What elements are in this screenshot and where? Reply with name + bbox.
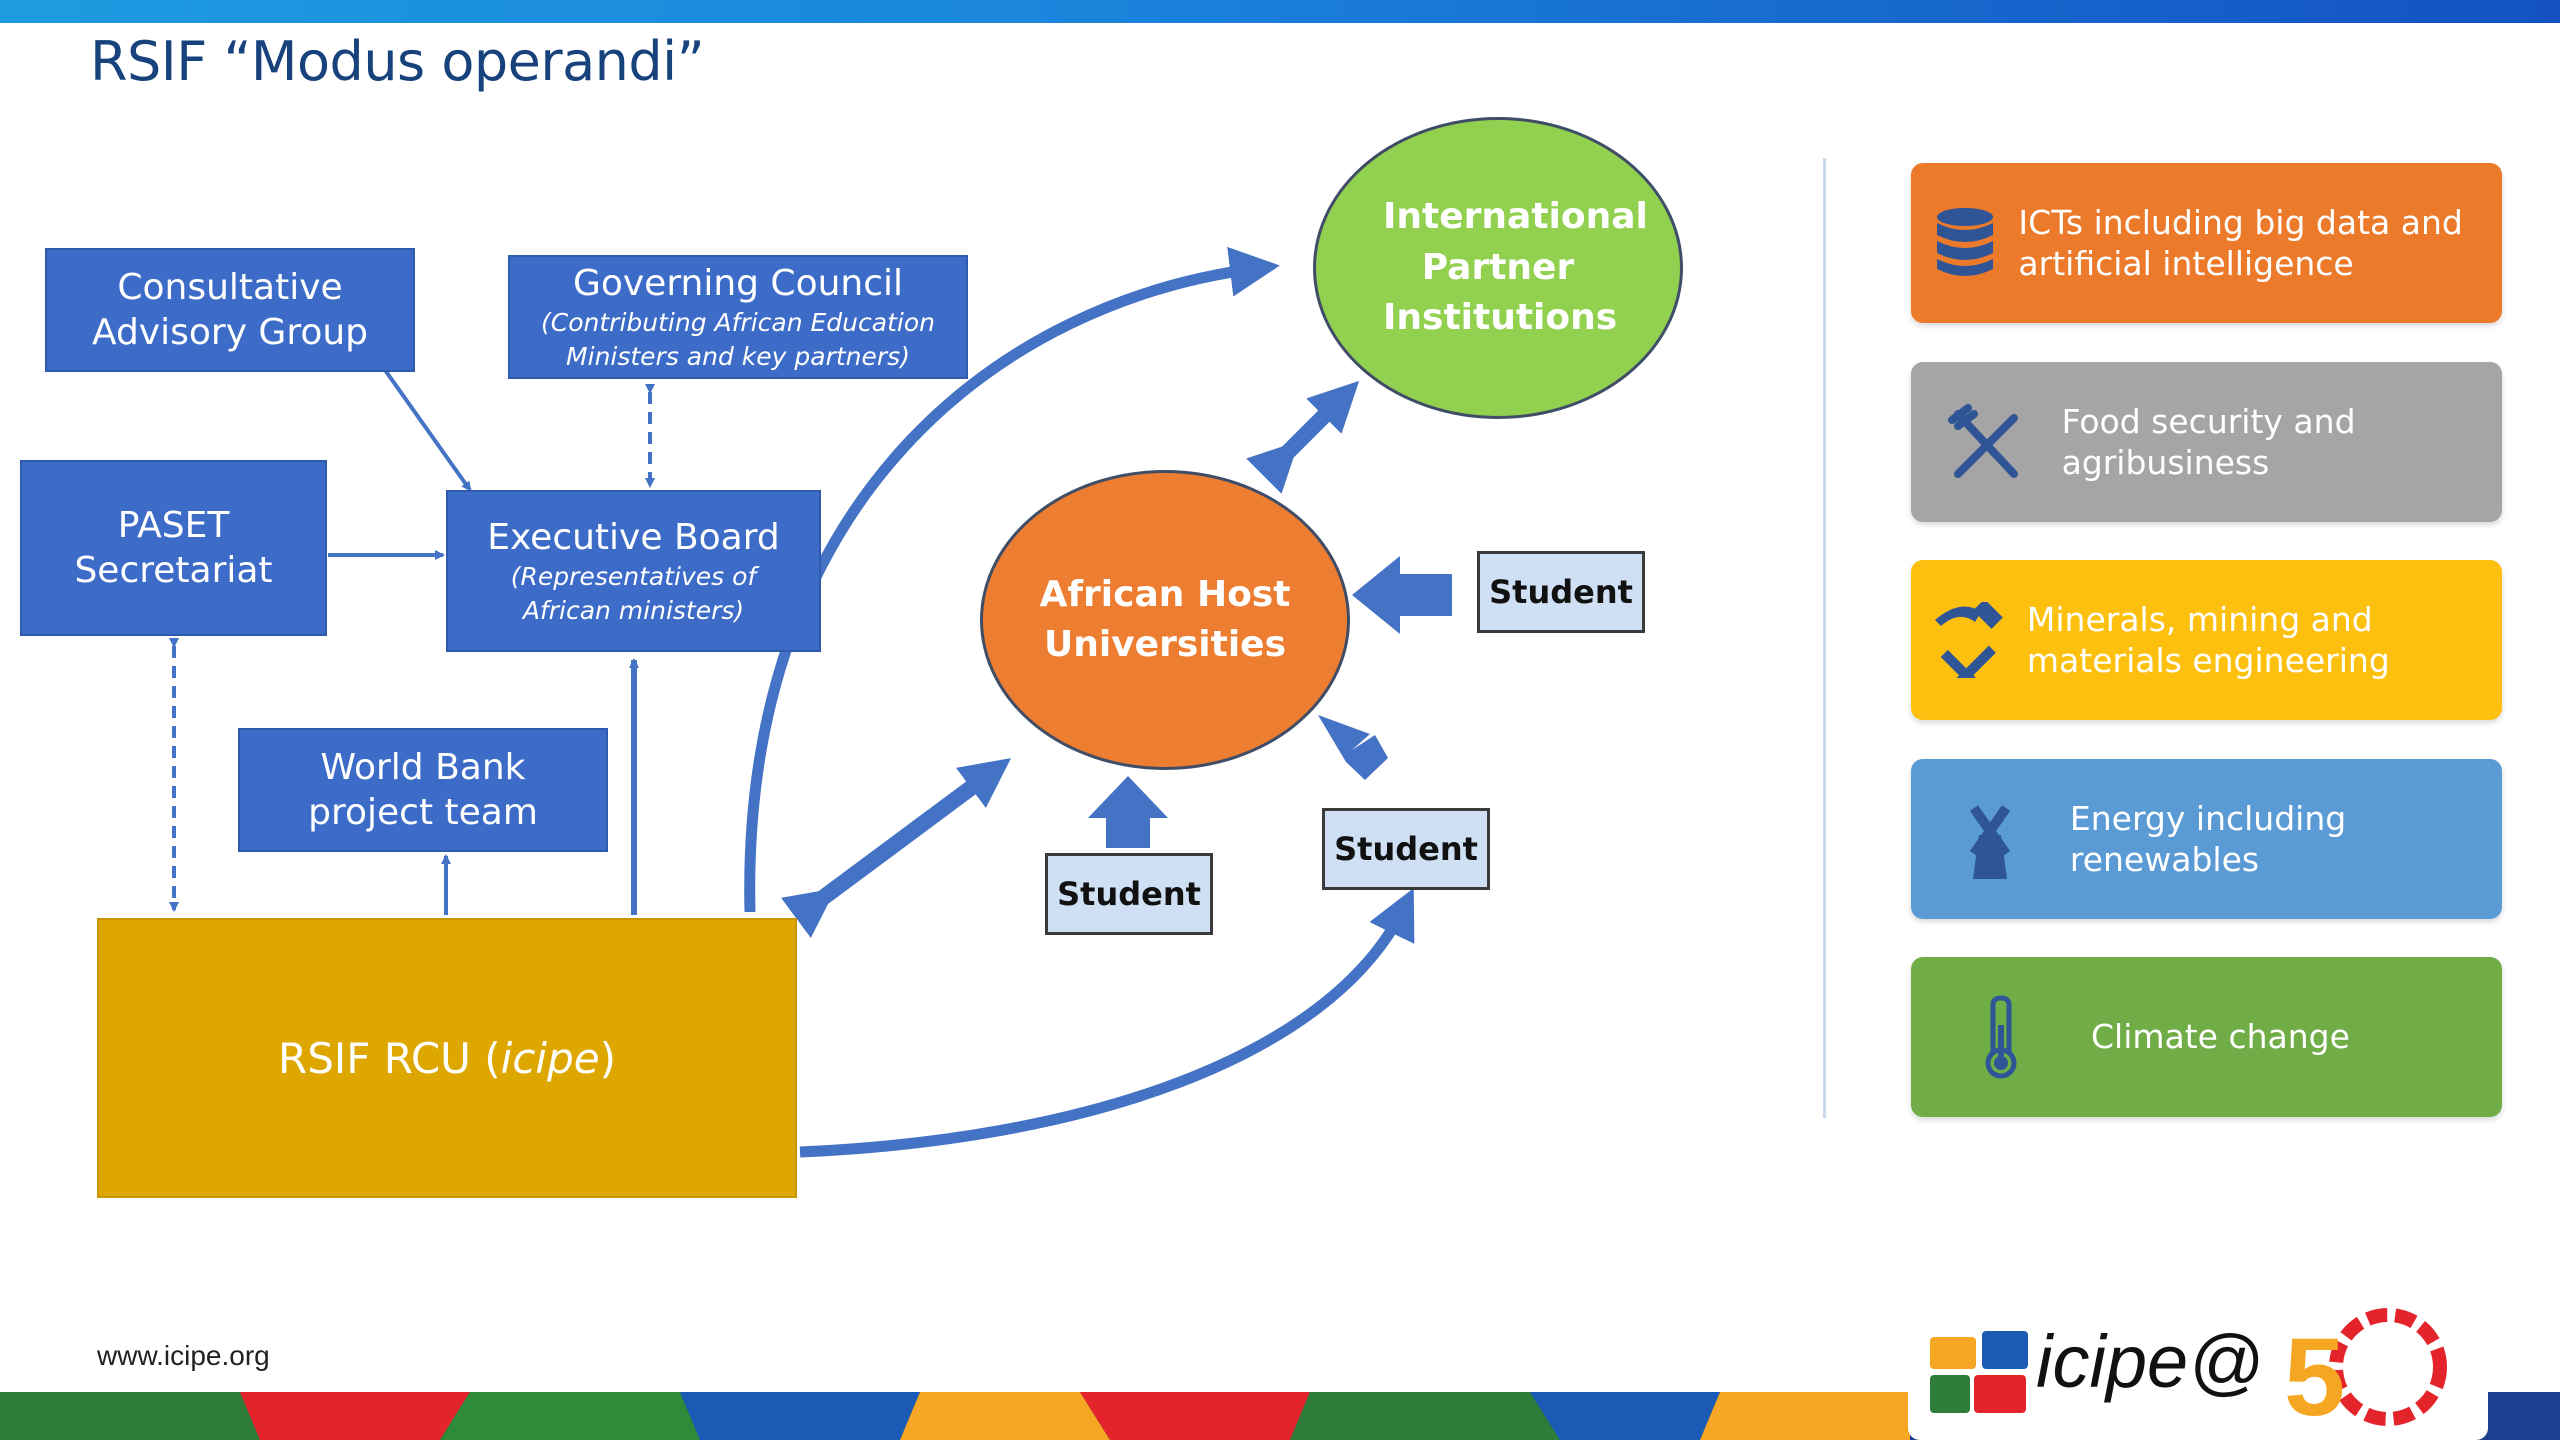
- student-box-lower-right: Student: [1322, 808, 1490, 890]
- student-right-block-arrow: [1352, 556, 1452, 634]
- theme-card-energy: Energy including renewables: [1911, 759, 2502, 919]
- theme-label-energy: Energy including renewables: [2069, 798, 2347, 879]
- executive-board-sublabel: (Representatives of African ministers): [510, 561, 757, 625]
- theme-label-food: Food security and agribusiness: [2061, 401, 2356, 482]
- rcu-label-prefix: RSIF RCU (: [278, 1033, 501, 1083]
- rcu-to-international-curve: [744, 246, 1280, 913]
- rsif-rcu-box: RSIF RCU (icipe): [97, 918, 797, 1198]
- african-host-ellipse: African Host Universities: [980, 470, 1350, 770]
- fork-knife-icon: [1948, 404, 2019, 478]
- student-bottom-block-arrow: [1088, 776, 1168, 848]
- rcu-african-double-arrow: [781, 758, 1012, 938]
- governing-council-box: Governing Council (Contributing African …: [508, 255, 968, 379]
- theme-card-ict: ICTs including big data and artificial i…: [1911, 163, 2502, 323]
- theme-card-minerals: Minerals, mining and materials engineeri…: [1911, 560, 2502, 720]
- executive-board-box: Executive Board (Representatives of Afri…: [446, 490, 821, 652]
- world-bank-label: World Bank project team: [308, 747, 538, 833]
- thermometer-icon: [1985, 995, 2017, 1079]
- rcu-to-student-curve: [799, 888, 1415, 1158]
- paset-label: PASET Secretariat: [74, 505, 273, 591]
- african-host-label: African Host Universities: [1039, 573, 1291, 665]
- student-lower-right-block-arrow: [1318, 715, 1388, 780]
- governing-council-sublabel: (Contributing African Education Minister…: [541, 307, 935, 371]
- consultative-advisory-group-box: Consultative Advisory Group: [45, 248, 415, 372]
- consultative-label: Consultative Advisory Group: [91, 267, 369, 353]
- theme-card-food: Food security and agribusiness: [1911, 362, 2502, 522]
- icipe50-logo-graphic: icipe@ 5: [1930, 1308, 2447, 1439]
- database-icon: [1936, 208, 1993, 276]
- student-box-bottom: Student: [1045, 853, 1213, 935]
- rcu-label-suffix: ): [599, 1033, 616, 1083]
- slide-title: RSIF “Modus operandi”: [90, 30, 705, 93]
- windmill-icon: [1970, 805, 2011, 879]
- theme-card-climate: Climate change: [1911, 957, 2502, 1117]
- theme-label-minerals: Minerals, mining and materials engineeri…: [2026, 599, 2390, 680]
- international-partner-label: International Partner Institutions: [1383, 196, 1648, 339]
- student-box-right: Student: [1477, 551, 1645, 633]
- hammer-pick-icon: [1934, 602, 2003, 678]
- rcu-label-italic: icipe: [500, 1033, 600, 1083]
- vertical-divider: [1823, 158, 1826, 1118]
- executive-board-label: Executive Board: [487, 516, 780, 558]
- consultative-to-executive-arrow: [383, 368, 472, 492]
- theme-label-climate: Climate change: [2091, 1017, 2350, 1057]
- world-bank-box: World Bank project team: [238, 728, 608, 852]
- top-accent-bar: [0, 0, 2560, 23]
- african-international-double-arrow: [1246, 380, 1360, 494]
- governing-council-label: Governing Council: [572, 262, 904, 304]
- svg-text:icipe@: icipe@: [2036, 1320, 2263, 1403]
- icipe50-logo: icipe@ 5: [1908, 1305, 2488, 1440]
- international-partner-ellipse: International Partner Institutions: [1313, 117, 1683, 419]
- svg-text:5: 5: [2284, 1316, 2345, 1439]
- theme-label-ict: ICTs including big data and artificial i…: [2018, 202, 2463, 283]
- footer-url: www.icipe.org: [97, 1340, 270, 1371]
- paset-secretariat-box: PASET Secretariat: [20, 460, 327, 636]
